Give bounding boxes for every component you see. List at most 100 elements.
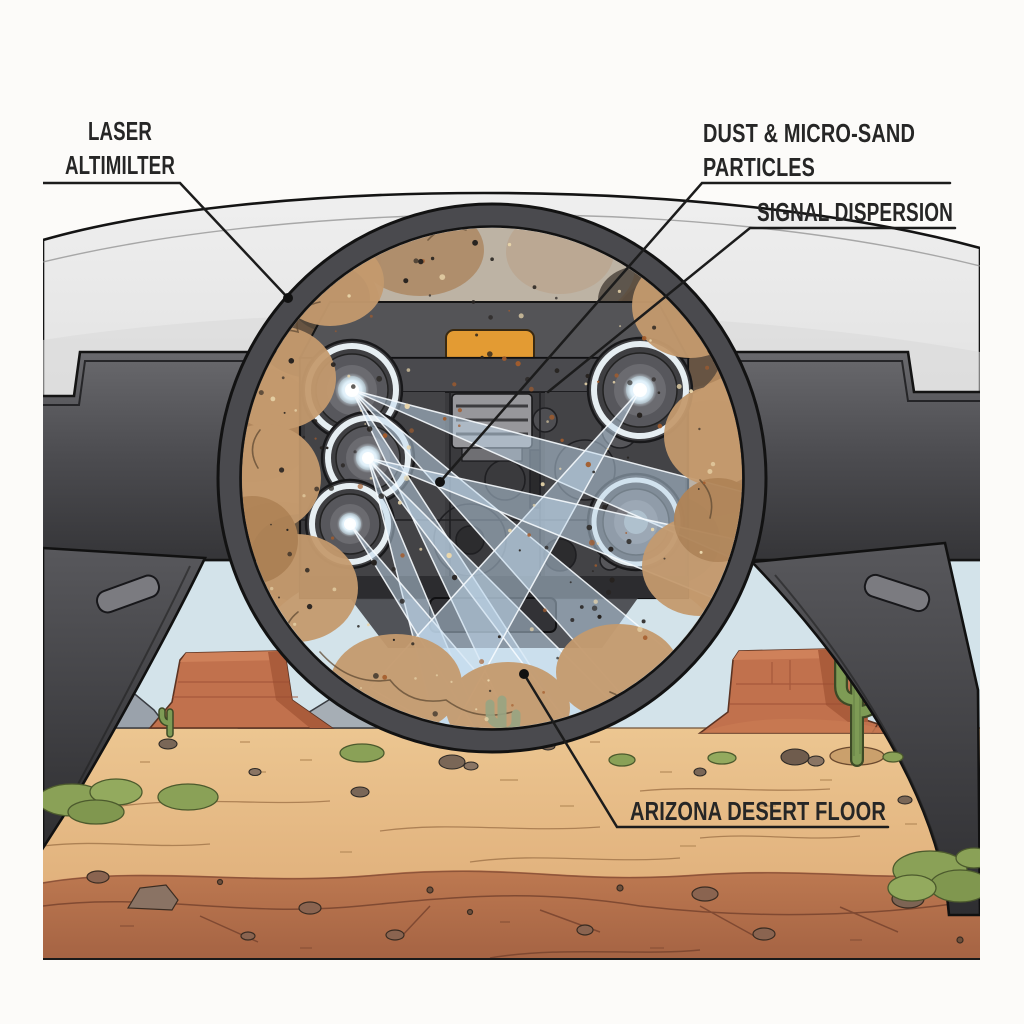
dust-speckle — [418, 258, 424, 265]
dust-speckle — [487, 679, 490, 682]
dust-speckle — [549, 414, 555, 420]
dust-speckle — [515, 361, 521, 367]
dust-speckle — [511, 704, 514, 707]
dust-speckle — [569, 581, 572, 584]
dust-speckle — [608, 546, 614, 552]
dust-speckle — [475, 708, 478, 711]
dust-speckle — [689, 389, 693, 393]
bushes — [43, 743, 980, 903]
small-cactus-fill — [159, 708, 173, 737]
dust-speckle — [649, 339, 652, 342]
dust-speckle — [542, 691, 545, 694]
dust-speckle — [484, 717, 489, 722]
dust-speckle — [560, 438, 564, 442]
dust-speckle — [294, 409, 298, 412]
dust-speckle — [451, 574, 458, 581]
dust-speckle — [597, 380, 600, 383]
dust-speckle — [360, 687, 362, 689]
dust-speckle — [602, 504, 607, 510]
dust-speckle — [369, 477, 373, 480]
dust-speckle — [278, 596, 280, 599]
dust-speckle — [353, 450, 357, 454]
dust-speckle — [637, 626, 643, 632]
dust-speckle — [325, 446, 329, 450]
terrace-edge — [43, 870, 980, 884]
dust-speckle — [371, 559, 377, 566]
dust-speckle — [369, 314, 373, 318]
dust-speckle — [570, 618, 575, 622]
dust-speckle — [657, 423, 663, 429]
dust-speckle — [479, 659, 485, 665]
dust-speckle — [554, 368, 560, 374]
dust-speckle — [606, 589, 612, 596]
dust-speckle — [314, 437, 317, 440]
dust-speckle — [419, 547, 423, 551]
dust-speckle — [457, 408, 462, 413]
dust-speckle — [382, 433, 388, 438]
dust-speckle — [281, 376, 285, 380]
rocks-lower — [86, 870, 964, 944]
dust-speckle — [413, 258, 419, 264]
dust-speckle — [332, 587, 337, 592]
beam-flash — [362, 452, 374, 464]
dust-speckle — [270, 586, 274, 591]
dust-speckle — [698, 427, 701, 431]
mesa-left — [148, 650, 335, 729]
dust-speckle — [518, 313, 524, 319]
dust-speckle — [373, 673, 379, 679]
dust-speckle — [347, 374, 351, 378]
dust-speckle — [589, 539, 595, 546]
dust-speckle — [382, 674, 388, 680]
dust-speckle — [404, 403, 410, 409]
desert-floor-dot — [519, 669, 529, 679]
dust-speckle — [378, 493, 385, 499]
bottom-margin — [0, 961, 1024, 1024]
dust-speckle — [705, 365, 710, 370]
magnifier-ring — [216, 202, 768, 754]
dust-speckle — [367, 623, 370, 627]
dust-speckle — [357, 625, 360, 628]
dust-speckle — [331, 536, 335, 540]
dust-speckle — [364, 423, 367, 425]
dust-speckle — [397, 500, 402, 505]
beam-flash — [344, 518, 356, 530]
dust-speckle — [490, 257, 494, 262]
dust-speckle — [527, 533, 531, 537]
signal-dispersion-leader — [546, 226, 957, 394]
dust-speckle — [636, 412, 643, 418]
right-margin — [980, 0, 1024, 1024]
dust-speckle — [518, 549, 521, 552]
dust-speckle — [650, 527, 655, 532]
dust-speckle — [651, 377, 656, 382]
dust-speckle — [430, 256, 435, 261]
dust-speckle — [442, 417, 447, 421]
dust-speckle — [699, 550, 703, 554]
dust-speckle — [411, 642, 415, 646]
label-laser-line2: ALTIMILTER — [65, 150, 175, 180]
dust-speckle — [283, 411, 286, 414]
dust-speckle — [357, 483, 363, 490]
dust-speckle — [328, 485, 334, 491]
dust-speckle — [313, 419, 318, 423]
dust-speckle — [617, 289, 622, 293]
dust-speckle — [432, 711, 438, 717]
bottom-frame-line — [43, 958, 980, 960]
dust-speckle — [641, 336, 647, 341]
dust-speckle — [707, 469, 713, 474]
laser-altimeter-leader — [43, 181, 290, 300]
dust-speckle — [287, 551, 293, 557]
dust-speckle — [529, 386, 534, 392]
callout-signal-dispersion: SIGNAL DISPERSION — [546, 197, 957, 394]
dust-speckle — [540, 482, 545, 487]
drone-right-leg — [749, 541, 980, 917]
dust-speckle — [586, 524, 593, 531]
dust-speckle — [507, 242, 512, 247]
dust-speckle — [614, 373, 619, 378]
laser-altimeter-dot — [283, 293, 293, 303]
drone-left-leg — [43, 546, 208, 851]
dust-speckle — [532, 503, 536, 507]
dust-speckle — [414, 677, 417, 680]
dust-speckle — [258, 390, 264, 396]
dust-speckle — [626, 456, 630, 459]
dust-speckle — [302, 494, 306, 498]
